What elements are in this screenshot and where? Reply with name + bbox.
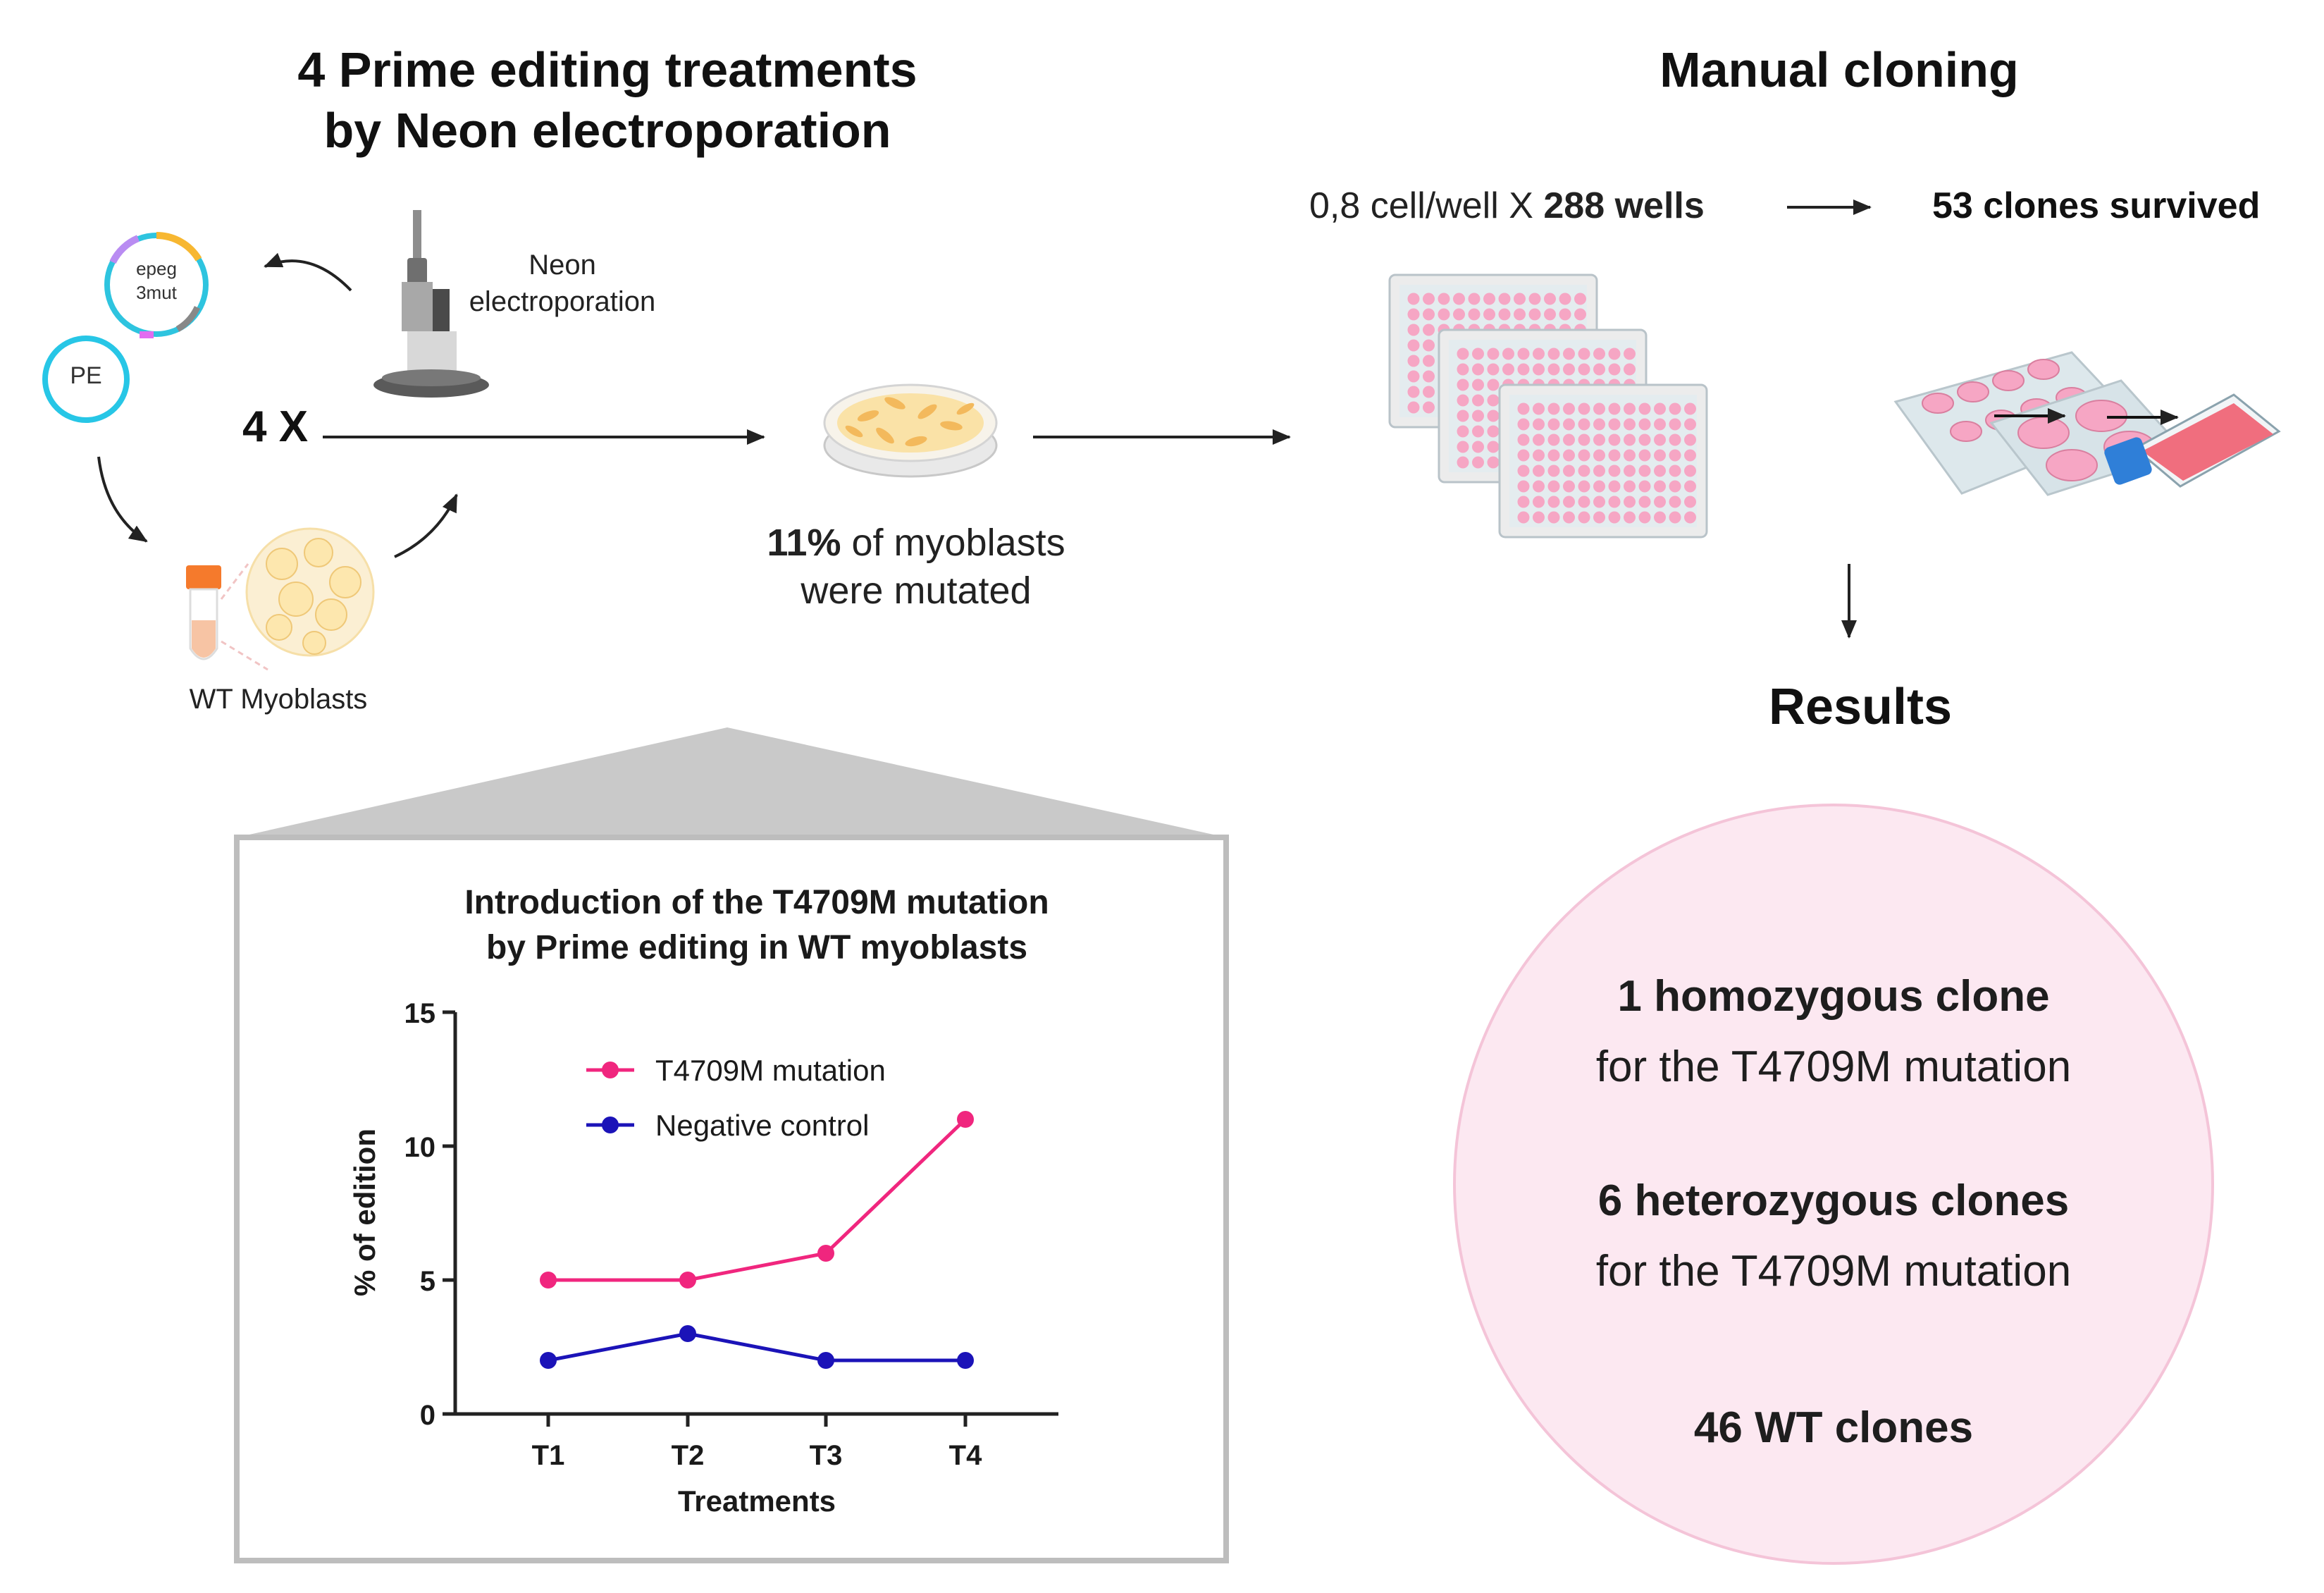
y-tick-label: 15: [404, 998, 436, 1029]
legend-marker: [602, 1062, 619, 1078]
x-tick-label: T3: [810, 1440, 843, 1471]
results-homozygous: 1 homozygous clone for the T4709M mutati…: [1516, 961, 2151, 1102]
y-tick-label: 0: [420, 1400, 435, 1431]
chart-title-line2: by Prime editing in WT myoblasts: [486, 929, 1027, 966]
epeg-plasmid-icon: [104, 232, 209, 338]
petri-dish-icon: [823, 383, 998, 478]
data-point: [957, 1352, 974, 1369]
callout-connector: [237, 727, 1226, 837]
right-title: Manual cloning: [1659, 42, 2019, 97]
neon-device-icon: [373, 210, 489, 398]
myoblast-cells-icon: [220, 527, 375, 671]
homozygous-detail: for the T4709M mutation: [1595, 1042, 2072, 1091]
y-axis-title: % of edition: [348, 1128, 381, 1296]
legend-label: Negative control: [655, 1109, 870, 1142]
legend-marker: [602, 1117, 619, 1133]
data-point: [679, 1325, 696, 1342]
results-heterozygous: 6 heterozygous clones for the T4709M mut…: [1516, 1166, 2151, 1307]
cycle-arrows: [97, 252, 458, 558]
data-point: [817, 1245, 834, 1262]
seeding-wells: 288 wells: [1543, 185, 1705, 226]
x-axis-title: Treatments: [678, 1484, 836, 1518]
y-tick-label: 10: [404, 1132, 436, 1163]
results-wt: 46 WT clones: [1693, 1403, 1974, 1452]
mutation-rate-rest: of myoblasts: [841, 522, 1065, 564]
series-line-t4709m: [548, 1118, 967, 1282]
seeding-text: 0,8 cell/well X 288 wells: [1309, 185, 1705, 227]
x-tick-label: T4: [949, 1440, 982, 1471]
data-point: [957, 1111, 974, 1128]
heterozygous-count: 6 heterozygous clones: [1597, 1176, 2070, 1225]
homozygous-count: 1 homozygous clone: [1617, 972, 2050, 1021]
cell-tube-icon: [186, 565, 221, 660]
data-point: [540, 1352, 557, 1369]
y-tick-label: 5: [420, 1266, 435, 1297]
plasmid-label: epeg 3mut: [107, 257, 206, 305]
seeding-prefix: 0,8 cell/well X: [1309, 185, 1544, 226]
mutation-rate-text: 11% of myoblasts were mutated: [705, 519, 1127, 615]
repeat-label: 4 X: [242, 402, 309, 451]
device-label-line1: Neon: [529, 250, 596, 281]
data-point: [679, 1272, 696, 1288]
mutation-rate-line1: 11% of myoblasts: [705, 519, 1127, 567]
mutation-rate-line2: were mutated: [801, 570, 1032, 612]
left-title-line2: by Neon electroporation: [323, 103, 891, 158]
cells-label: WT Myoblasts: [189, 684, 368, 715]
results-title: Results: [1768, 679, 1953, 735]
heterozygous-detail: for the T4709M mutation: [1595, 1247, 2072, 1296]
survived-text: 53 clones survived: [1932, 185, 2261, 226]
plasmid-label-line2: 3mut: [136, 282, 177, 303]
chart-title-line1: Introduction of the T4709M mutation: [464, 884, 1049, 921]
well-plates-icon: [1388, 273, 1708, 539]
culture-plates-flask-icon: [1893, 351, 2281, 496]
legend-label: T4709M mutation: [655, 1054, 886, 1087]
x-tick-label: T1: [532, 1440, 565, 1471]
results-circle: [1453, 804, 2214, 1565]
mutation-percent: 11%: [767, 522, 841, 564]
pe-label: PE: [70, 362, 102, 389]
device-label-line2: electroporation: [469, 286, 656, 317]
data-point: [817, 1352, 834, 1369]
left-title-line1: 4 Prime editing treatments: [297, 42, 917, 97]
device-label: Neon electroporation: [443, 247, 682, 320]
chart-frame: [234, 835, 1229, 1563]
data-point: [540, 1272, 557, 1288]
x-tick-label: T2: [672, 1440, 705, 1471]
pe-plasmid-icon: [42, 336, 130, 423]
plasmid-label-line1: epeg: [136, 258, 177, 279]
series-line-negative-control: [548, 1331, 965, 1363]
left-title: 4 Prime editing treatments by Neon elect…: [185, 39, 1030, 161]
